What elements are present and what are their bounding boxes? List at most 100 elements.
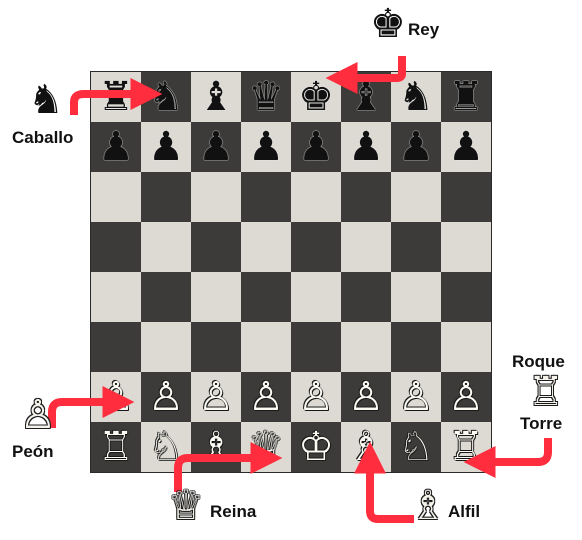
board-square (441, 322, 491, 372)
chess-board: ♜♞♝♛♚♝♞♜♟♟♟♟♟♟♟♟♙♙♙♙♙♙♙♙♖♘♗♕♔♗♘♖ (90, 71, 492, 473)
board-square: ♝ (191, 72, 241, 122)
black-rook-icon: ♜ (448, 77, 484, 117)
board-square: ♖ (91, 422, 141, 472)
board-square: ♙ (341, 372, 391, 422)
board-square (241, 222, 291, 272)
board-square (91, 222, 141, 272)
queen-icon: ♕ (168, 486, 204, 526)
label-reina: Reina (210, 502, 256, 522)
board-square (241, 272, 291, 322)
board-square (441, 222, 491, 272)
black-pawn-icon: ♟ (348, 127, 384, 167)
black-knight-icon: ♞ (398, 77, 434, 117)
board-square (391, 172, 441, 222)
board-square (291, 222, 341, 272)
board-square: ♟ (441, 122, 491, 172)
board-square (191, 272, 241, 322)
board-square: ♞ (391, 72, 441, 122)
king-icon: ♚ (370, 4, 406, 44)
board-square: ♘ (141, 422, 191, 472)
bishop-icon: ♗ (410, 486, 446, 526)
board-square: ♘ (391, 422, 441, 472)
white-king-icon: ♔ (298, 427, 334, 467)
board-square: ♙ (441, 372, 491, 422)
board-square (191, 172, 241, 222)
board-square: ♙ (291, 372, 341, 422)
board-square (291, 272, 341, 322)
board-square: ♟ (391, 122, 441, 172)
board-square: ♟ (191, 122, 241, 172)
board-square: ♜ (441, 72, 491, 122)
black-pawn-icon: ♟ (298, 127, 334, 167)
board-square (341, 172, 391, 222)
black-pawn-icon: ♟ (248, 127, 284, 167)
board-square: ♙ (191, 372, 241, 422)
white-rook-icon: ♖ (448, 427, 484, 467)
pawn-icon: ♙ (20, 395, 56, 435)
label-caballo: Caballo (12, 128, 73, 148)
board-square (241, 172, 291, 222)
board-square (341, 272, 391, 322)
board-square: ♙ (391, 372, 441, 422)
black-pawn-icon: ♟ (198, 127, 234, 167)
board-square (341, 322, 391, 372)
white-pawn-icon: ♙ (448, 377, 484, 417)
board-square: ♚ (291, 72, 341, 122)
label-rey: Rey (408, 20, 439, 40)
black-pawn-icon: ♟ (148, 127, 184, 167)
black-pawn-icon: ♟ (98, 127, 134, 167)
black-knight-icon: ♞ (148, 77, 184, 117)
board-square (391, 322, 441, 372)
white-knight-icon: ♘ (148, 427, 184, 467)
board-square: ♞ (141, 72, 191, 122)
board-square (241, 322, 291, 372)
board-square: ♟ (91, 122, 141, 172)
board-square (91, 322, 141, 372)
board-square (191, 222, 241, 272)
knight-icon: ♞ (28, 80, 64, 120)
board-square (141, 172, 191, 222)
board-square: ♔ (291, 422, 341, 472)
white-pawn-icon: ♙ (198, 377, 234, 417)
label-alfil: Alfil (448, 502, 480, 522)
board-square: ♝ (341, 72, 391, 122)
board-square (441, 172, 491, 222)
board-square: ♛ (241, 72, 291, 122)
white-bishop-icon: ♗ (198, 427, 234, 467)
rook-icon: ♖ (528, 372, 564, 412)
white-bishop-icon: ♗ (348, 427, 384, 467)
black-queen-icon: ♛ (248, 77, 284, 117)
board-square: ♟ (141, 122, 191, 172)
board-square (141, 272, 191, 322)
white-queen-icon: ♕ (248, 427, 284, 467)
white-pawn-icon: ♙ (298, 377, 334, 417)
board-square (291, 172, 341, 222)
board-square (91, 172, 141, 222)
board-square: ♟ (341, 122, 391, 172)
label-peon: Peón (12, 442, 54, 462)
board-square (141, 322, 191, 372)
board-square: ♜ (91, 72, 141, 122)
board-square (391, 272, 441, 322)
board-square: ♗ (191, 422, 241, 472)
board-square: ♕ (241, 422, 291, 472)
white-pawn-icon: ♙ (98, 377, 134, 417)
black-rook-icon: ♜ (98, 77, 134, 117)
white-pawn-icon: ♙ (148, 377, 184, 417)
board-square (441, 272, 491, 322)
board-square: ♙ (141, 372, 191, 422)
white-rook-icon: ♖ (98, 427, 134, 467)
board-square (91, 272, 141, 322)
black-pawn-icon: ♟ (448, 127, 484, 167)
board-square: ♙ (91, 372, 141, 422)
white-pawn-icon: ♙ (398, 377, 434, 417)
board-square: ♙ (241, 372, 291, 422)
black-king-icon: ♚ (298, 77, 334, 117)
black-bishop-icon: ♝ (198, 77, 234, 117)
board-square: ♖ (441, 422, 491, 472)
board-square (141, 222, 191, 272)
board-square: ♗ (341, 422, 391, 472)
board-square (341, 222, 391, 272)
black-bishop-icon: ♝ (348, 77, 384, 117)
label-torre: Torre (520, 414, 562, 434)
